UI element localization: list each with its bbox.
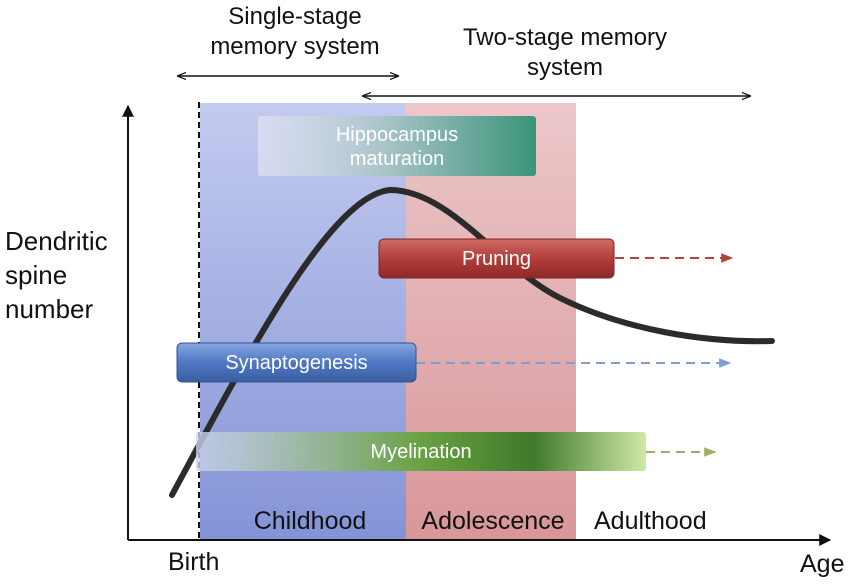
myelination-label: Myelination: [370, 441, 472, 463]
pruning-label: Pruning: [462, 248, 531, 270]
hippocampus-label-line1: Hippocampus: [335, 124, 459, 146]
two-stage-label: Two-stage memory system: [430, 23, 700, 83]
y-axis-label-line1: Dendritic: [5, 226, 108, 256]
adolescence-label: Adolescence: [421, 507, 565, 535]
adulthood-label: Adulthood: [594, 507, 707, 535]
myelination-bar: [196, 432, 646, 471]
birth-label: Birth: [168, 548, 220, 576]
pruning-bar: [378, 238, 615, 279]
y-axis-label: Dendritic spine number: [5, 225, 108, 326]
single-stage-label: Single-stage memory system: [190, 2, 400, 62]
hippocampus-maturation-label: Hippocampus maturation: [258, 123, 536, 171]
synaptogenesis-label: Synaptogenesis: [225, 352, 368, 374]
hippocampus-label-line2: maturation: [349, 148, 445, 170]
two-stage-label-line2: system: [526, 54, 603, 81]
single-stage-label-line2: memory system: [210, 33, 380, 60]
x-axis-label: Age: [800, 550, 845, 578]
dendritic-spine-curve: [169, 186, 775, 498]
childhood-label: Childhood: [253, 507, 367, 535]
y-axis-label-line2: spine: [5, 259, 68, 290]
single-stage-label-line1: Single-stage: [228, 3, 362, 30]
hippocampus-maturation-box: [258, 116, 536, 176]
synaptogenesis-bar: [176, 342, 417, 383]
y-axis-label-line3: number: [5, 293, 94, 324]
two-stage-label-line1: Two-stage memory: [462, 24, 668, 51]
